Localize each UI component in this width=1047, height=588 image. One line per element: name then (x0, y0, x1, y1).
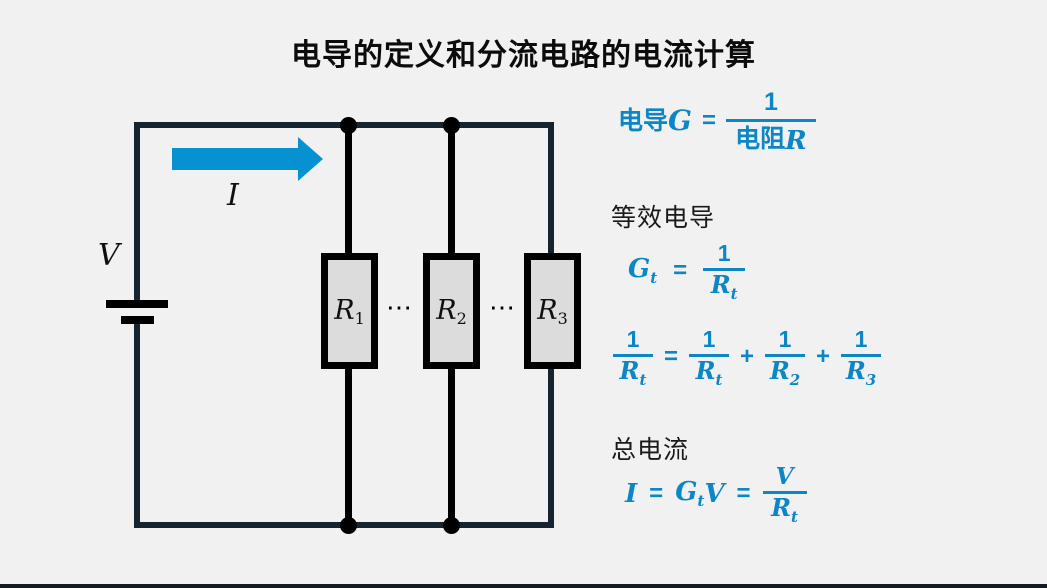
equivalent-conductance-heading: 等效电导 (611, 204, 716, 232)
resistor-r3-label: R3 (537, 294, 568, 328)
current-var: I (625, 479, 638, 510)
branch2-wire-lower (448, 366, 455, 526)
plus-sign: + (740, 343, 755, 371)
fraction-bar (689, 354, 730, 358)
resistance-cjk-label: 电阻 (735, 124, 786, 153)
fraction-numerator: 1 (702, 326, 716, 352)
equals-sign: = (736, 480, 751, 508)
total-current-heading: 总电流 (611, 436, 690, 464)
current-arrow-head-icon (298, 137, 323, 181)
equals-sign: = (701, 106, 716, 134)
gt-var: Gt (675, 477, 705, 511)
current-direction-arrow-icon (172, 148, 298, 170)
equals-sign: = (664, 343, 679, 371)
voltage-var: V (704, 479, 725, 510)
ellipsis-dots: ⋯ (489, 292, 517, 322)
plus-sign: + (816, 343, 831, 371)
branch1-wire-upper (345, 122, 352, 256)
fraction-bar (765, 354, 806, 358)
junction-dot (340, 517, 357, 534)
resistance-var: R (785, 125, 807, 156)
gt-var: Gt (628, 254, 658, 288)
conductance-cjk-label: 电导 (618, 106, 669, 135)
rt-var: Rt (771, 493, 798, 527)
fraction-numerator: 1 (854, 326, 868, 352)
formula-reciprocal-sum: 1 Rt = 1 Rt + 1 R2 + 1 R3 (613, 326, 882, 390)
fraction-term-1: 1 Rt (689, 326, 730, 390)
fraction-bar (841, 354, 882, 358)
fraction-bar (703, 268, 746, 272)
junction-dot (443, 117, 460, 134)
fraction-term-3: 1 R3 (841, 326, 882, 390)
current-label: I (227, 178, 239, 213)
rt-var: Rt (695, 356, 723, 390)
left-wire-lower (134, 324, 140, 528)
voltage-label: V (98, 238, 120, 273)
battery-long-plate (106, 300, 168, 308)
voltage-var: V (775, 463, 794, 490)
ellipsis-dots: ⋯ (386, 292, 414, 322)
branch2-wire-upper (448, 122, 455, 256)
fraction-term-2: 1 R2 (765, 326, 806, 390)
fraction-numerator: 1 (764, 88, 778, 116)
equals-sign: = (673, 257, 688, 285)
conductance-var: G (668, 103, 692, 137)
battery-short-plate (121, 316, 154, 324)
fraction-numerator: 1 (626, 326, 640, 352)
page-title: 电导的定义和分流电路的电流计算 (291, 39, 756, 72)
fraction-bar (762, 491, 807, 495)
fraction-numerator: 1 (717, 240, 731, 266)
fraction-v-over-rt: V Rt (762, 463, 807, 527)
junction-dot (443, 517, 460, 534)
rt-var: Rt (710, 270, 738, 304)
resistor-r3: R3 (524, 253, 581, 369)
equals-sign: = (649, 480, 664, 508)
fraction-bar (725, 118, 816, 122)
left-wire-upper (134, 122, 140, 300)
r3-var: R3 (845, 356, 877, 390)
fraction-1-over-rt: 1 Rt (703, 240, 746, 304)
resistor-r2-label: R2 (436, 294, 467, 328)
fraction-bar (613, 354, 653, 358)
bottom-edge-strip (0, 584, 1047, 588)
r2-var: R2 (769, 356, 801, 390)
resistor-r1-label: R1 (334, 294, 365, 328)
resistor-r1: R1 (321, 253, 378, 369)
rt-var: Rt (619, 356, 647, 390)
junction-dot (340, 117, 357, 134)
formula-equivalent-conductance: Gt = 1 Rt (628, 240, 746, 304)
fraction-lhs: 1 Rt (613, 326, 653, 388)
fraction-numerator: 1 (778, 326, 792, 352)
branch1-wire-lower (345, 366, 352, 526)
resistor-r2: R2 (423, 253, 480, 369)
